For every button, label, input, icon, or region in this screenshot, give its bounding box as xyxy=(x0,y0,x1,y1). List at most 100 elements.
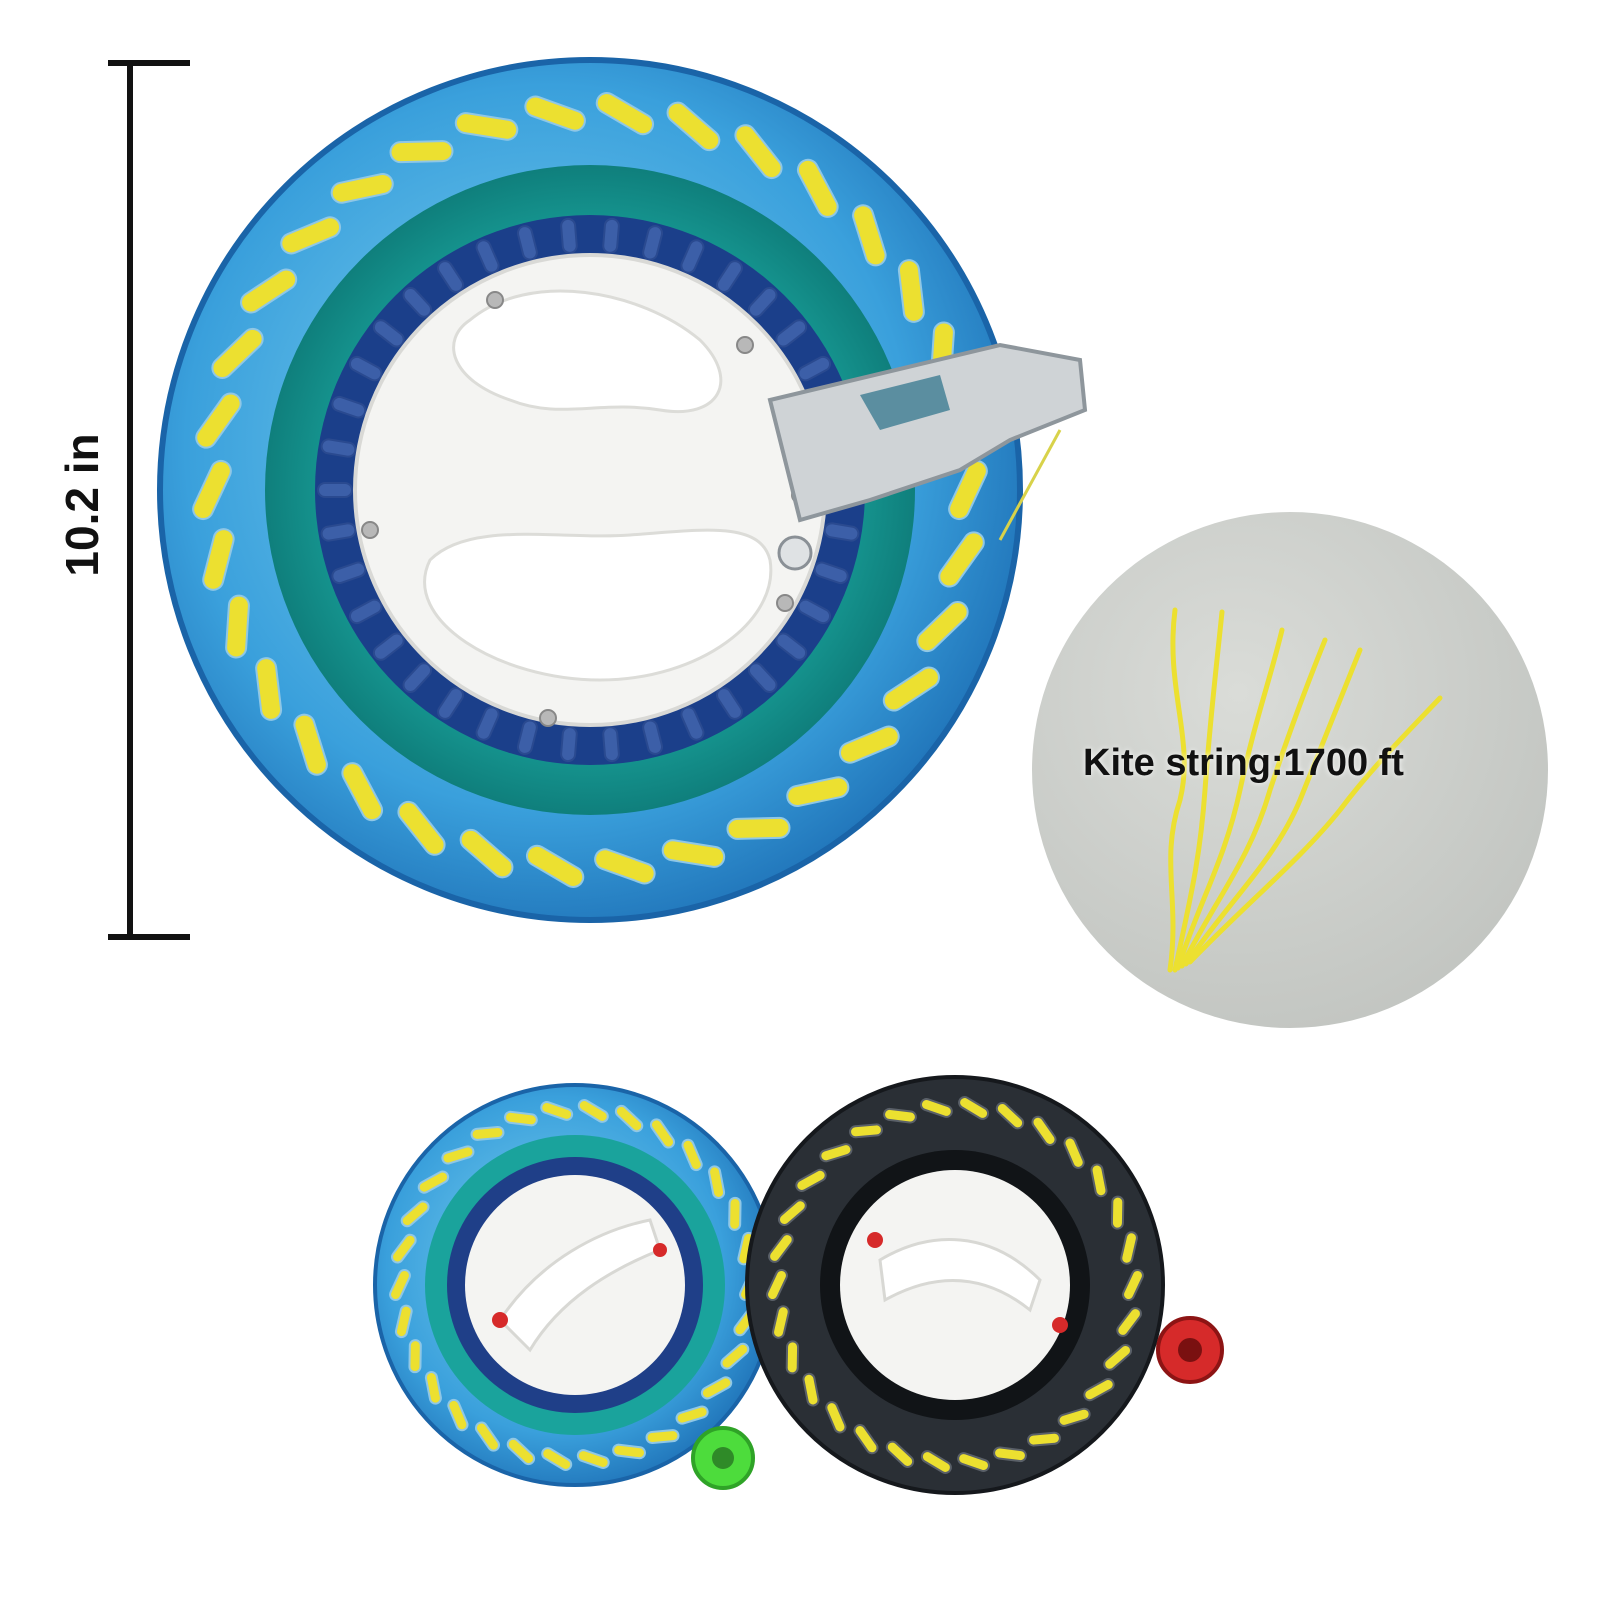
thread-slot xyxy=(938,531,985,588)
blue-reel-red-dot-b xyxy=(492,1312,508,1328)
thread-slot xyxy=(331,561,367,585)
thread-slot xyxy=(775,632,808,661)
thread-slot xyxy=(661,839,726,868)
thread-slot xyxy=(402,287,433,318)
thread-slot xyxy=(516,719,538,755)
thread-slot xyxy=(211,327,264,379)
thread-slot xyxy=(920,1450,952,1474)
thread-slot xyxy=(716,687,743,720)
thread-slot xyxy=(341,762,384,822)
thread-slot xyxy=(541,1447,573,1471)
thread-slot xyxy=(1057,1407,1091,1427)
thread-slot xyxy=(437,260,464,293)
thread-slot xyxy=(372,632,405,661)
thread-slot xyxy=(255,657,283,721)
thread-slot xyxy=(192,459,232,521)
thread-slot xyxy=(680,239,705,274)
thread-slot xyxy=(602,217,620,254)
thread-slot xyxy=(391,1233,417,1264)
thread-slot xyxy=(919,1098,953,1118)
thread-slot xyxy=(726,816,791,840)
blue-reel-red-dot-a xyxy=(653,1243,667,1257)
reel-slots xyxy=(192,92,988,888)
thread-slot xyxy=(1120,1231,1138,1265)
thread-slot xyxy=(454,112,519,141)
thread-slot xyxy=(797,355,832,382)
dimension-cap-top xyxy=(108,60,190,66)
thread-slot xyxy=(225,594,250,659)
thread-slot xyxy=(540,1101,574,1121)
thread-slot xyxy=(700,1376,733,1400)
thread-slot xyxy=(417,1170,450,1194)
thread-slot xyxy=(389,1268,411,1302)
kite-string-icon xyxy=(1167,607,1443,973)
thread-slot xyxy=(993,1446,1027,1463)
thread-slot xyxy=(766,1268,788,1302)
thread-slot xyxy=(681,1138,703,1172)
thread-slot xyxy=(897,259,925,323)
thread-slot xyxy=(320,438,357,458)
dimension-cap-bottom xyxy=(108,934,190,940)
black-reel-grip xyxy=(878,1238,1042,1313)
thread-slot xyxy=(777,1199,807,1226)
thread-slot xyxy=(524,95,586,132)
thread-slot xyxy=(1031,1115,1057,1146)
thread-slot xyxy=(958,1096,990,1120)
thread-slot xyxy=(317,482,353,498)
black-reel-red-dot-b xyxy=(1052,1317,1068,1333)
reel-inner-slots xyxy=(317,217,863,763)
dimension-bar xyxy=(127,62,133,938)
thread-slot xyxy=(734,124,783,180)
inset-circle xyxy=(1032,512,1548,1028)
thread-slot xyxy=(948,459,988,521)
thread-slot xyxy=(447,1398,469,1432)
thread-slot xyxy=(747,662,778,693)
thread-slot xyxy=(560,217,578,254)
thread-slot xyxy=(813,561,849,585)
thread-slot xyxy=(372,319,405,348)
thread-slot xyxy=(747,287,778,318)
thread-slot xyxy=(768,1233,794,1263)
thread-slot xyxy=(853,1424,879,1455)
red-knob-center xyxy=(1178,1338,1202,1362)
thread-slot xyxy=(785,1340,800,1375)
thread-slot xyxy=(475,706,500,741)
thread-slot xyxy=(397,800,446,856)
thread-slot xyxy=(1110,1195,1125,1230)
thread-slot xyxy=(819,1143,853,1163)
thread-slot xyxy=(1063,1136,1085,1169)
thread-slot xyxy=(1090,1163,1108,1198)
thread-slot xyxy=(882,666,940,712)
black-reel-red-dot-a xyxy=(867,1232,883,1248)
thread-slot xyxy=(516,225,538,261)
thread-slot xyxy=(1083,1378,1115,1402)
thread-slot xyxy=(957,1452,991,1472)
thread-slot xyxy=(577,1099,609,1123)
thread-slot xyxy=(389,140,454,164)
thread-slot xyxy=(852,204,887,267)
thread-slot xyxy=(504,1110,538,1127)
thread-slot xyxy=(1122,1268,1144,1302)
reel-string-line xyxy=(998,429,1062,541)
thread-slot xyxy=(470,1126,505,1141)
thread-slot xyxy=(474,1421,501,1452)
thread-slot xyxy=(995,1102,1025,1130)
thread-slot xyxy=(708,1165,726,1199)
thread-slot xyxy=(320,522,357,542)
thread-slot xyxy=(408,1339,422,1374)
thread-slot xyxy=(506,1437,536,1466)
thread-slot xyxy=(525,844,585,888)
thread-slot xyxy=(424,1371,442,1405)
thread-slot xyxy=(786,776,850,808)
metal-clip-slot xyxy=(860,375,950,430)
thread-slot xyxy=(883,1107,917,1124)
kite-string-label: Kite string:1700 ft xyxy=(1083,742,1404,784)
thread-slot xyxy=(796,158,839,218)
thread-slot xyxy=(280,216,342,255)
thread-slot xyxy=(437,687,464,720)
black-reel-slots xyxy=(766,1096,1144,1474)
thread-slot xyxy=(394,1304,413,1339)
